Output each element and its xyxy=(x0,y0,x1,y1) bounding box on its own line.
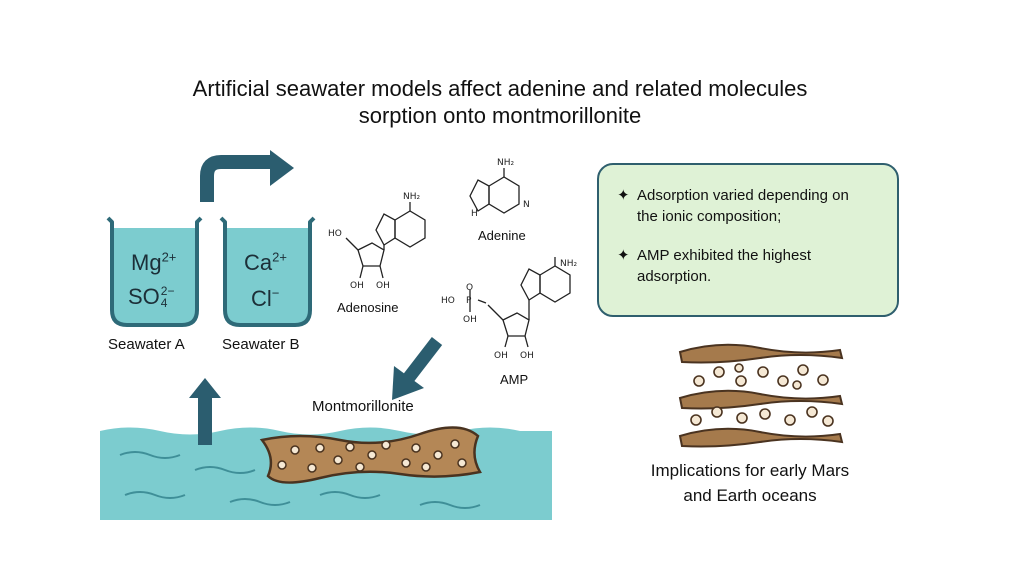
layered-clay-illustration xyxy=(678,343,844,448)
beaker-a-anion-charge: 2− xyxy=(160,284,175,298)
amp-oh2-label: OH xyxy=(520,351,534,361)
findings-box: ✦ Adsorption varied depending on the ion… xyxy=(597,163,899,317)
adenosine-structure xyxy=(345,202,426,279)
adenosine-oh2-label: OH xyxy=(376,281,390,291)
title-line-2: sorption onto montmorillonite xyxy=(358,103,642,128)
beaker-b-anion: Cl− xyxy=(251,286,279,312)
seawater-b-label: Seawater B xyxy=(222,336,300,353)
star-bullet-icon: ✦ xyxy=(617,187,630,204)
adenine-nh2-label: NH₂ xyxy=(497,158,515,168)
diagonal-arrow-to-clay xyxy=(392,337,443,400)
adenine-structure xyxy=(469,168,520,214)
beaker-b-anion-charge: − xyxy=(271,285,280,301)
beaker-a-cation-symbol: Mg xyxy=(131,250,162,275)
up-arrow-sea-to-beaker xyxy=(189,378,221,445)
montmorillonite-label: Montmorillonite xyxy=(312,398,414,415)
finding-item: ✦ Adsorption varied depending on the ion… xyxy=(617,185,871,227)
finding-text: AMP exhibited the highest adsorption. xyxy=(637,247,812,285)
finding-text: Adsorption varied depending on the ionic… xyxy=(637,187,849,225)
finding-item: ✦ AMP exhibited the highest adsorption. xyxy=(617,245,871,287)
beaker-b-cation-charge: 2+ xyxy=(272,249,287,265)
beaker-a-cation-charge: 2+ xyxy=(161,249,177,265)
amp-nh2-label: NH₂ xyxy=(560,259,578,269)
amp-oh1-label: OH xyxy=(494,351,508,361)
seawater-a-label: Seawater A xyxy=(108,336,185,353)
beaker-a-cation: Mg2+ xyxy=(131,250,176,276)
beaker-b xyxy=(219,216,316,327)
implications-caption: Implications for early Mars and Earth oc… xyxy=(600,458,900,508)
star-bullet-icon: ✦ xyxy=(617,247,630,264)
amp-structure xyxy=(469,257,571,348)
adenine-label: Adenine xyxy=(478,228,526,243)
adenosine-ho-label: HO xyxy=(328,229,342,239)
amp-p-label: P xyxy=(466,296,472,306)
adenosine-oh1-label: OH xyxy=(350,281,364,291)
amp-label: AMP xyxy=(500,372,529,387)
beaker-a-anion-subscript: 4 xyxy=(160,296,168,310)
beaker-b-cation-symbol: Ca xyxy=(244,250,273,275)
implications-line-1: Implications for early Mars xyxy=(650,461,850,480)
adenosine-label: Adenosine xyxy=(337,300,399,315)
amp-o-label: O xyxy=(466,283,473,293)
implications-line-2: and Earth oceans xyxy=(683,486,817,505)
beaker-b-cation: Ca2+ xyxy=(244,250,287,276)
title-line-1: Artificial seawater models affect adenin… xyxy=(192,76,808,101)
beaker-b-anion-symbol: Cl xyxy=(251,286,272,311)
adenine-n-label: N xyxy=(523,200,530,210)
figure-title: Artificial seawater models affect adenin… xyxy=(0,75,1000,129)
beaker-a xyxy=(106,216,203,327)
montmorillonite-clay-particle xyxy=(259,426,482,484)
amp-oh-label: OH xyxy=(463,315,477,325)
adenosine-nh2-label: NH₂ xyxy=(403,192,421,202)
adenine-h-label: H xyxy=(471,209,478,219)
amp-ho-label: HO xyxy=(441,296,455,306)
beaker-a-anion-symbol: SO xyxy=(128,284,160,309)
bent-arrow-a-to-b xyxy=(200,150,294,202)
